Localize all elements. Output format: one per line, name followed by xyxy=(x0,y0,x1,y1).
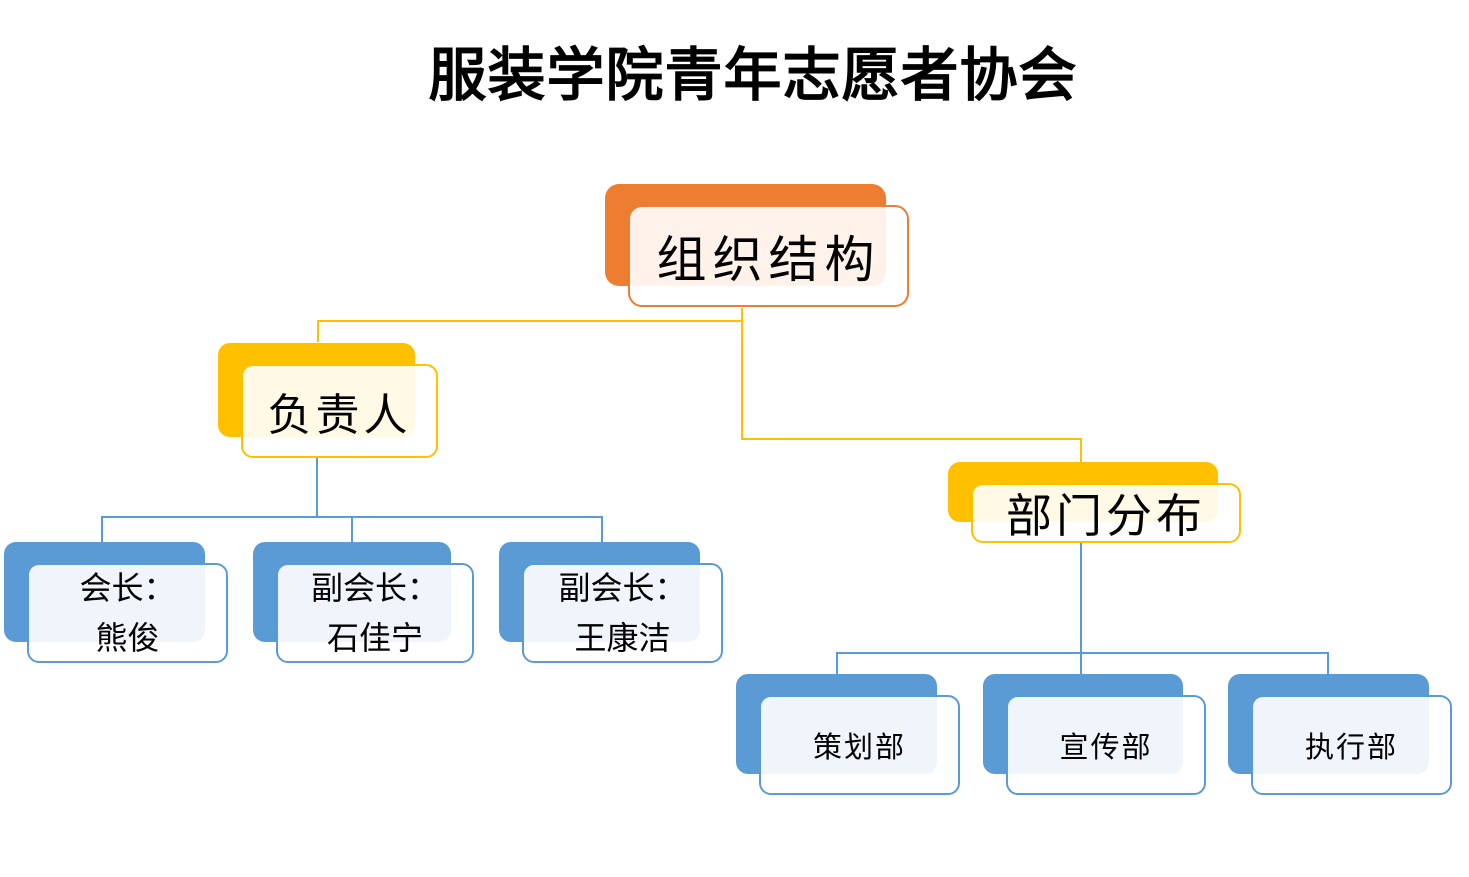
vice-president-2-role: 副会长： xyxy=(558,570,687,606)
connector-root-to-departments xyxy=(741,320,1082,462)
node-dept-publicity-face: 宣传部 xyxy=(1006,695,1206,795)
vice-president-1-role: 副会长： xyxy=(310,570,439,606)
vice-president-2-name: 王康洁 xyxy=(574,620,671,656)
node-dept-execution[interactable]: 执行部 xyxy=(1228,674,1452,795)
node-president[interactable]: 会长： 熊俊 xyxy=(4,542,228,663)
node-departments[interactable]: 部门分布 xyxy=(948,462,1241,543)
node-leaders-label: 负责人 xyxy=(267,391,412,440)
node-dept-planning-face: 策划部 xyxy=(759,695,960,795)
node-dept-execution-face: 执行部 xyxy=(1251,695,1452,795)
node-org-structure-label: 组织结构 xyxy=(656,232,881,288)
vice-president-1-name: 石佳宁 xyxy=(326,620,423,656)
node-vice-president-2-face: 副会长： 王康洁 xyxy=(522,563,723,663)
node-dept-planning[interactable]: 策划部 xyxy=(736,674,960,795)
node-departments-face: 部门分布 xyxy=(971,483,1241,543)
node-vice-president-1[interactable]: 副会长： 石佳宁 xyxy=(253,542,474,663)
connector-root-to-leaders xyxy=(317,308,743,342)
president-name: 熊俊 xyxy=(95,620,160,656)
chart-title: 服装学院青年志愿者协会 xyxy=(428,43,1078,108)
node-org-structure-face: 组织结构 xyxy=(628,205,909,307)
node-president-face: 会长： 熊俊 xyxy=(27,563,228,663)
president-role: 会长： xyxy=(79,570,176,606)
connector-leaders-rail xyxy=(101,516,603,543)
dept-publicity-label: 宣传部 xyxy=(1059,732,1153,764)
dept-execution-label: 执行部 xyxy=(1304,732,1398,764)
node-leaders[interactable]: 负责人 xyxy=(218,343,438,458)
connector-departments-rail xyxy=(836,652,1329,675)
node-org-structure[interactable]: 组织结构 xyxy=(605,184,909,307)
dept-planning-label: 策划部 xyxy=(812,732,906,764)
node-leaders-face: 负责人 xyxy=(241,364,438,458)
node-departments-label: 部门分布 xyxy=(1006,491,1206,542)
node-vice-president-2[interactable]: 副会长： 王康洁 xyxy=(499,542,723,663)
node-dept-publicity[interactable]: 宣传部 xyxy=(983,674,1206,795)
node-vice-president-1-face: 副会长： 石佳宁 xyxy=(276,563,474,663)
